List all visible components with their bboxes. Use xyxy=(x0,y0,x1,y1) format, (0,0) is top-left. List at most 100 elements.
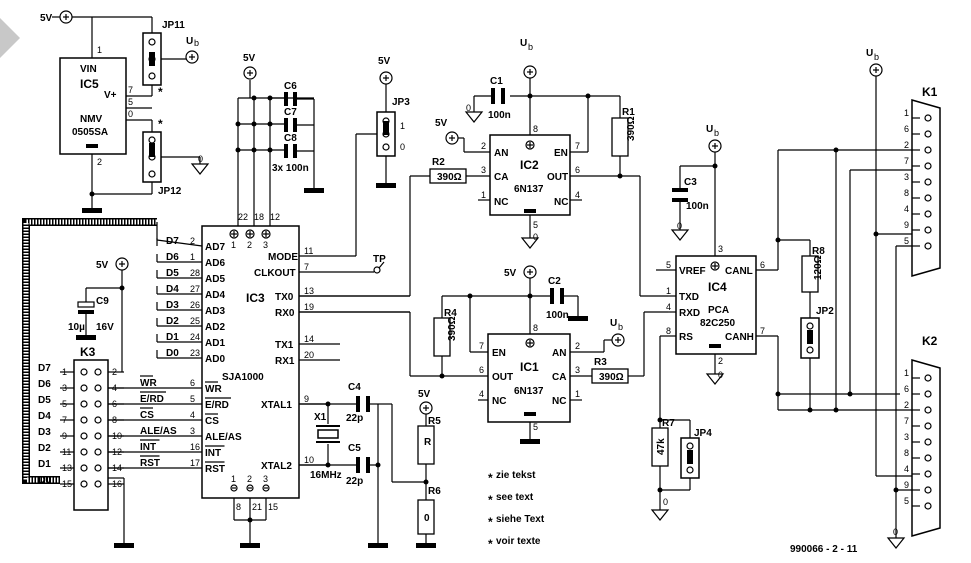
svg-text:100n: 100n xyxy=(546,310,569,321)
svg-text:AN: AN xyxy=(494,148,508,159)
ic4-pin-number: 5 xyxy=(666,260,671,270)
svg-text:b: b xyxy=(714,128,719,138)
ic3-pin-number: 28 xyxy=(190,268,200,278)
svg-text:6: 6 xyxy=(479,365,484,375)
ic3-pin-number: 24 xyxy=(190,332,200,342)
svg-text:6: 6 xyxy=(575,165,580,175)
k3-pin-left xyxy=(80,448,88,456)
k3-pin-left xyxy=(80,464,88,472)
k3-pin-left xyxy=(80,480,88,488)
ic3-ctrl-number: 3 xyxy=(190,426,195,436)
db9-pin xyxy=(924,162,932,170)
svg-text:*: * xyxy=(158,85,163,99)
db9-pin-number: 1 xyxy=(904,108,909,118)
db9-pin xyxy=(924,374,932,382)
k3-pin-number-left: 11 xyxy=(62,447,71,457)
ic3-control-pins: WR6WRE/RD5E/RDCS4CSALE/AS3ALE/ASINT16INT… xyxy=(108,375,242,475)
svg-text:JP4: JP4 xyxy=(694,428,712,439)
k3-signal-label: RST xyxy=(140,458,160,469)
ic3-right-number: 19 xyxy=(304,302,314,312)
ic3-pin-label: AD2 xyxy=(205,322,225,333)
k3-pin-number-left: 5 xyxy=(62,399,67,409)
db9-pin-number: 8 xyxy=(904,188,909,198)
svg-text:6N137: 6N137 xyxy=(514,386,544,397)
k3-pin-number-left: 15 xyxy=(62,479,72,489)
k3-pin-number-right: 14 xyxy=(112,463,122,473)
svg-text:3: 3 xyxy=(263,474,268,484)
svg-text:2: 2 xyxy=(97,157,102,167)
k3-pin-left xyxy=(80,384,88,392)
k3-pin-right xyxy=(94,432,102,440)
svg-text:4: 4 xyxy=(479,389,484,399)
note-de: siehe Text xyxy=(496,514,545,525)
ic3-pin-label: AD7 xyxy=(205,242,225,253)
svg-text:2: 2 xyxy=(718,356,723,366)
ic3-ctrl-number: 17 xyxy=(190,458,200,468)
svg-text:EN: EN xyxy=(492,348,506,359)
note-nl: zie tekst xyxy=(496,470,536,481)
db9-pin-number: 1 xyxy=(904,368,909,378)
svg-text:C4: C4 xyxy=(348,382,361,393)
svg-text:22p: 22p xyxy=(346,413,363,424)
svg-text:PCA: PCA xyxy=(708,305,729,316)
svg-text:100n: 100n xyxy=(488,110,511,121)
svg-text:U: U xyxy=(866,48,873,59)
ic5-ref: IC5 xyxy=(80,77,99,91)
svg-text:NC: NC xyxy=(492,396,506,407)
ic3-ctrl-label: ALE/AS xyxy=(205,432,242,443)
db9-pin-number: 5 xyxy=(904,496,909,506)
svg-text:b: b xyxy=(618,322,623,332)
svg-text:R7: R7 xyxy=(662,418,675,429)
svg-text:0: 0 xyxy=(400,142,405,152)
ic3-right-number: 11 xyxy=(304,246,313,256)
svg-text:C7: C7 xyxy=(284,107,297,118)
svg-text:CA: CA xyxy=(552,372,566,383)
svg-text:C1: C1 xyxy=(490,76,503,87)
k3-signal-label: WR xyxy=(140,378,157,389)
svg-text:2: 2 xyxy=(247,474,252,484)
svg-text:0: 0 xyxy=(466,103,471,113)
svg-text:5V: 5V xyxy=(418,389,431,400)
svg-text:7: 7 xyxy=(128,85,133,95)
ic3-ctrl-label: WR xyxy=(205,384,222,395)
k3-pin-right xyxy=(94,384,102,392)
ic3-right-label: CLKOUT xyxy=(254,268,296,279)
svg-text:1: 1 xyxy=(400,121,405,131)
svg-text:R5: R5 xyxy=(428,416,441,427)
db9-pin-number: 7 xyxy=(904,156,909,166)
svg-text:IC4: IC4 xyxy=(708,280,727,294)
ic3-right-label: RX0 xyxy=(275,308,295,319)
svg-text:C8: C8 xyxy=(284,133,297,144)
svg-text:R2: R2 xyxy=(432,157,445,168)
ic3-left-pins: AD72D7AD61D6AD528D5AD427D4AD326D3AD225D2… xyxy=(156,236,225,365)
svg-text:R6: R6 xyxy=(428,486,441,497)
svg-text:5V: 5V xyxy=(435,118,448,129)
db9-pin-number: 3 xyxy=(904,432,909,442)
db9-pin-number: 9 xyxy=(904,480,909,490)
svg-text:0: 0 xyxy=(198,154,203,164)
ic3-right-label: MODE xyxy=(268,252,298,263)
ic5-5v-label: 5V xyxy=(40,13,53,24)
ic3-ctrl-number: 4 xyxy=(190,410,195,420)
ic4-pin-number: 4 xyxy=(666,302,671,312)
ic3-pin-label: AD6 xyxy=(205,258,225,269)
svg-text:5V: 5V xyxy=(504,268,517,279)
db9-pin xyxy=(924,226,932,234)
ic3-pin-number: 1 xyxy=(190,252,195,262)
svg-text:U: U xyxy=(520,38,527,49)
ic4-pin-number: 7 xyxy=(760,326,765,336)
k3-pin-number-right: 4 xyxy=(112,383,117,393)
svg-text:OUT: OUT xyxy=(492,372,513,383)
footnotes: * zie tekst * see text * siehe Text * vo… xyxy=(488,470,545,551)
k3-pin-number-right: 6 xyxy=(112,399,117,409)
ic3-bus-label: D1 xyxy=(166,332,179,343)
ic4-pin-label: VREF xyxy=(679,266,706,277)
svg-text:0: 0 xyxy=(677,221,682,231)
ic4-pin-label: CANL xyxy=(725,266,753,277)
svg-text:0: 0 xyxy=(718,370,723,380)
db9-pin-number: 7 xyxy=(904,416,909,426)
svg-text:K3: K3 xyxy=(80,345,96,359)
svg-text:0: 0 xyxy=(533,232,538,242)
